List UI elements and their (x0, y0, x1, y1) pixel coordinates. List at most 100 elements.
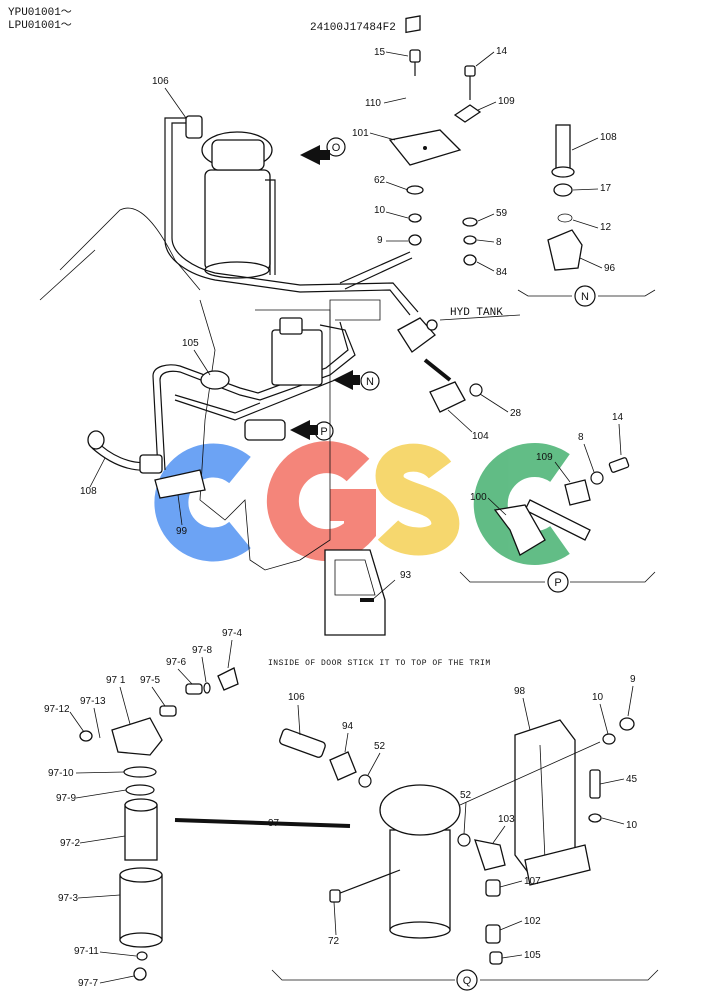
callout-97-6: 97-6 (166, 657, 193, 685)
callout-97-12: 97-12 (44, 704, 85, 733)
callout-105-q: 105 (501, 950, 541, 961)
svg-text:O: O (332, 142, 341, 154)
callout-103: 103 (492, 814, 515, 844)
callout-15: 15 (374, 47, 409, 58)
callout-97-10: 97-10 (48, 768, 125, 779)
svg-text:96: 96 (604, 263, 616, 274)
svg-text:108: 108 (80, 486, 97, 497)
callout-97-8: 97-8 (192, 645, 212, 683)
svg-text:105: 105 (524, 950, 541, 961)
view-arrow-n: N (333, 370, 380, 391)
callout-59: 59 (477, 208, 508, 222)
svg-text:59: 59 (496, 208, 508, 219)
svg-text:52: 52 (460, 790, 472, 801)
svg-text:10: 10 (592, 692, 604, 703)
svg-text:97-13: 97-13 (80, 696, 106, 707)
callout-101: 101 (352, 128, 396, 141)
callout-102: 102 (499, 916, 541, 931)
callout-104: 104 (447, 409, 489, 442)
svg-text:10: 10 (374, 205, 386, 216)
svg-text:106: 106 (288, 692, 305, 703)
svg-text:105: 105 (182, 338, 199, 349)
callout-45: 45 (599, 774, 638, 785)
svg-text:97-2: 97-2 (60, 838, 80, 849)
callout-97-9: 97-9 (56, 789, 127, 804)
detail-view-p: P (459, 457, 656, 593)
callout-110: 110 (365, 97, 407, 109)
hyd-tank-connection: HYD TANK (397, 307, 521, 413)
callout-100: 100 (470, 492, 507, 516)
svg-text:93: 93 (400, 570, 412, 581)
svg-text:P: P (320, 426, 327, 438)
svg-text:Q: Q (463, 975, 472, 987)
callout-97-1: 97 1 (106, 675, 131, 725)
svg-text:97-6: 97-6 (166, 657, 186, 668)
svg-text:N: N (366, 376, 374, 388)
callout-94: 94 (342, 721, 354, 753)
callout-28: 28 (479, 393, 522, 419)
svg-text:108: 108 (600, 132, 617, 143)
svg-text:97: 97 (268, 818, 280, 829)
serial-number-2: LPU01001～ (8, 20, 72, 32)
callout-8-p: 8 (578, 432, 595, 473)
svg-text:N: N (581, 291, 589, 303)
callout-106-main: 106 (152, 76, 187, 119)
callout-10-upper: 10 (374, 205, 409, 219)
svg-text:9: 9 (630, 674, 636, 685)
callout-97-2: 97-2 (60, 835, 126, 849)
callout-99: 99 (176, 494, 188, 537)
callout-93: 93 (400, 570, 412, 581)
watermark-letter-c2 (473, 443, 570, 565)
svg-text:106: 106 (152, 76, 169, 87)
main-assembly (39, 115, 419, 571)
callout-97-4: 97-4 (222, 628, 242, 669)
svg-text:45: 45 (626, 774, 638, 785)
svg-text:102: 102 (524, 916, 541, 927)
svg-text:72: 72 (328, 936, 340, 947)
svg-text:109: 109 (536, 452, 553, 463)
callout-107: 107 (499, 876, 541, 888)
svg-text:10: 10 (626, 820, 638, 831)
callout-labels: 15 14 110 109 101 62 10 9 59 8 84 108 17… (44, 46, 638, 989)
svg-text:12: 12 (600, 222, 612, 233)
svg-text:94: 94 (342, 721, 354, 732)
svg-text:97-5: 97-5 (140, 675, 160, 686)
svg-text:100: 100 (470, 492, 487, 503)
svg-text:98: 98 (514, 686, 526, 697)
svg-text:104: 104 (472, 431, 489, 442)
callout-9-upper: 9 (377, 235, 408, 246)
svg-text:97-4: 97-4 (222, 628, 242, 639)
callout-109: 109 (477, 96, 515, 111)
callout-62: 62 (374, 175, 409, 191)
svg-text:9: 9 (377, 235, 383, 246)
callout-97-3: 97-3 (58, 893, 121, 904)
svg-text:28: 28 (510, 408, 522, 419)
svg-text:99: 99 (176, 526, 188, 537)
callout-12: 12 (572, 219, 612, 233)
svg-text:97 1: 97 1 (106, 675, 126, 686)
svg-text:97-9: 97-9 (56, 793, 76, 804)
callout-98: 98 (514, 686, 531, 731)
callout-108-n: 108 (571, 132, 617, 151)
watermark-logo (154, 441, 570, 565)
svg-text:8: 8 (496, 237, 502, 248)
svg-text:107: 107 (524, 876, 541, 887)
callout-106-q: 106 (288, 692, 305, 736)
serial-number-1: YPU01001～ (8, 7, 72, 19)
callout-108-main: 108 (80, 457, 106, 497)
door-note: INSIDE OF DOOR STICK IT TO TOP OF THE TR… (268, 659, 491, 668)
mounting-plate-hardware (388, 15, 482, 266)
callout-52-left: 52 (367, 741, 386, 776)
svg-text:14: 14 (612, 412, 624, 423)
view-arrow-p: P (290, 420, 334, 441)
callout-97-11: 97-11 (74, 946, 137, 957)
door-sticker (324, 549, 396, 636)
svg-text:17: 17 (600, 183, 612, 194)
callout-10-q-top: 10 (592, 692, 609, 735)
svg-text:110: 110 (365, 98, 381, 109)
svg-text:8: 8 (578, 432, 584, 443)
svg-text:84: 84 (496, 267, 508, 278)
svg-text:14: 14 (496, 46, 508, 57)
callout-96: 96 (579, 257, 616, 274)
